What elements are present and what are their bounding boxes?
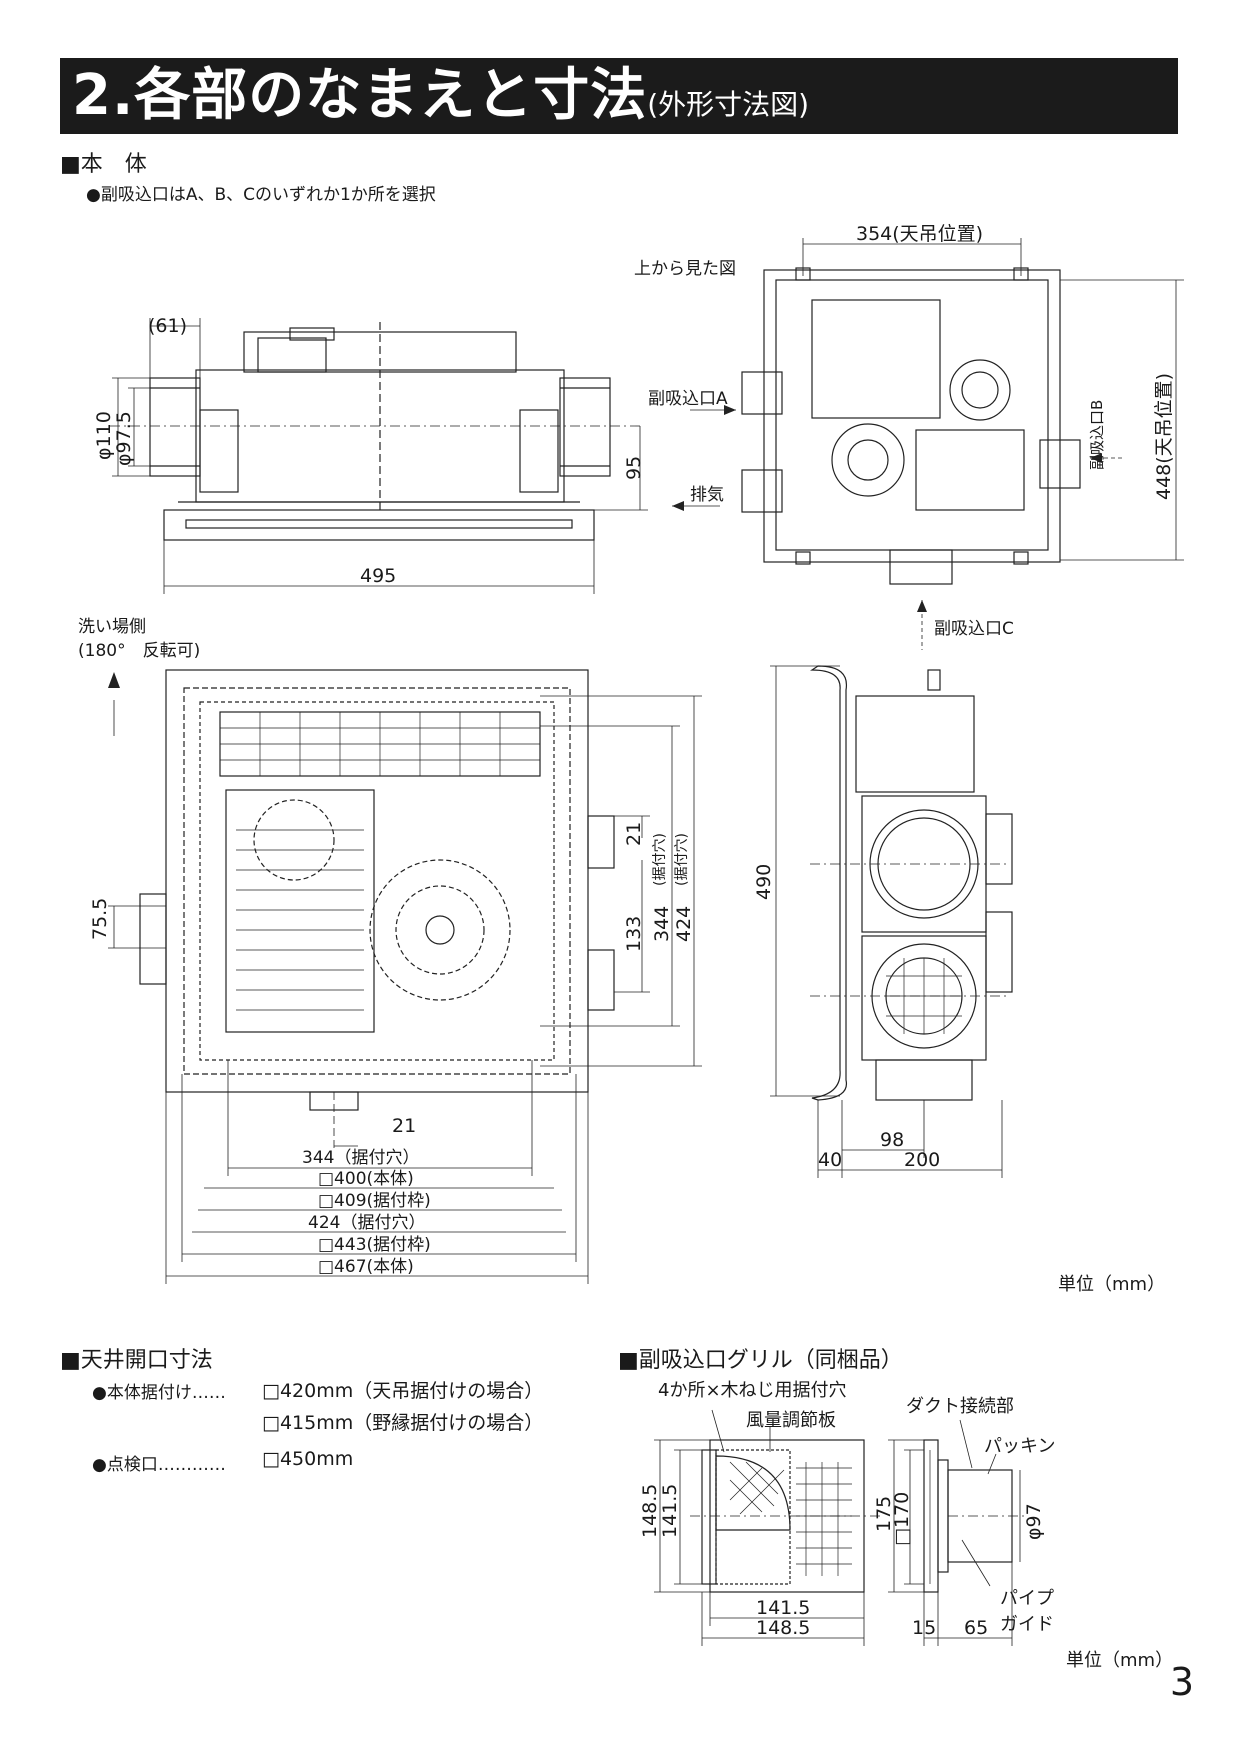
side-view-drawing bbox=[810, 665, 1013, 1101]
dim-344-v-note: (据付穴) bbox=[652, 833, 668, 886]
dim-phi97-5: φ97.5 bbox=[113, 411, 135, 466]
page-number: 3 bbox=[1169, 1660, 1194, 1704]
dim-443: □443(据付枠) bbox=[318, 1235, 431, 1255]
title-subtitle: (外形寸法図) bbox=[647, 88, 810, 121]
grill-packing-label: パッキン bbox=[984, 1436, 1056, 1457]
dim-61: (61) bbox=[148, 315, 187, 337]
inlet-c-label: 副吸込口C bbox=[934, 619, 1014, 639]
dim-495: 495 bbox=[360, 565, 396, 587]
unit-label-main: 単位（mm） bbox=[1058, 1274, 1166, 1295]
ceiling-opening-heading: ■天井開口寸法 bbox=[60, 1348, 213, 1373]
unit-label-grill: 単位（mm） bbox=[1066, 1650, 1174, 1671]
inlet-b-label: 副吸込口B bbox=[1088, 400, 1106, 470]
top-view-drawing bbox=[741, 267, 1081, 585]
grill-front-drawing bbox=[690, 1439, 880, 1593]
dim-40: 40 bbox=[818, 1149, 842, 1171]
grill-duct-label: ダクト接続部 bbox=[906, 1396, 1014, 1417]
top-view-label: 上から見た図 bbox=[634, 259, 736, 279]
dim-95: 95 bbox=[623, 456, 645, 480]
orientation-line-2: (180° 反転可) bbox=[78, 641, 200, 661]
grill-dim-15: 15 bbox=[912, 1617, 936, 1639]
inlet-a-label: 副吸込口A bbox=[648, 389, 728, 409]
dim-424-v-note: (据付穴) bbox=[674, 833, 690, 886]
ceiling-item-1-label: ●本体据付け…… bbox=[92, 1383, 226, 1403]
grill-guide-label: ガイド bbox=[1000, 1614, 1054, 1635]
grill-dim-170: □170 bbox=[891, 1492, 913, 1546]
dim-75-5: 75.5 bbox=[89, 898, 111, 940]
ceiling-item-2-value: □415mm（野縁据付けの場合） bbox=[262, 1412, 544, 1434]
grill-dim-phi97: φ97 bbox=[1023, 1503, 1045, 1540]
dim-344-h: 344（据付穴） bbox=[302, 1148, 419, 1168]
grill-heading: ■副吸込口グリル（同梱品） bbox=[618, 1348, 903, 1373]
grill-dim-148-5-h: 148.5 bbox=[756, 1617, 810, 1639]
grill-damper-label: 風量調節板 bbox=[746, 1410, 836, 1431]
dim-344-v: 344 bbox=[651, 906, 673, 942]
grill-pipe-label: パイプ bbox=[1000, 1588, 1054, 1609]
dim-448: 448(天吊位置) bbox=[1153, 373, 1175, 500]
grill-dim-65: 65 bbox=[964, 1617, 988, 1639]
title-bar: 2.各部のなまえと寸法(外形寸法図) bbox=[60, 58, 1178, 134]
dim-409: □409(据付枠) bbox=[318, 1191, 431, 1211]
front-view-drawing bbox=[110, 322, 640, 541]
ceiling-item-3-label: ●点検口………… bbox=[92, 1455, 226, 1475]
grill-dim-175: 175 bbox=[873, 1496, 895, 1532]
dim-200: 200 bbox=[904, 1149, 940, 1171]
page-title: 2.各部のなまえと寸法(外形寸法図) bbox=[72, 60, 809, 141]
dim-98: 98 bbox=[880, 1129, 904, 1151]
main-body-heading: ■本 体 bbox=[60, 152, 147, 177]
title-text: 2.各部のなまえと寸法 bbox=[72, 63, 648, 128]
dim-467: □467(本体) bbox=[318, 1257, 414, 1277]
dim-21-v: 21 bbox=[623, 822, 645, 846]
ceiling-item-1-value: □420mm（天吊据付けの場合） bbox=[262, 1380, 544, 1402]
orientation-line-1: 洗い場側 bbox=[78, 617, 146, 637]
dim-424-h: 424（据付穴） bbox=[308, 1213, 425, 1233]
bottom-view-drawing bbox=[139, 669, 615, 1150]
grill-dim-141-5-h: 141.5 bbox=[756, 1597, 810, 1619]
dim-354: 354(天吊位置) bbox=[856, 223, 983, 245]
inlet-note: ●副吸込口はA、B、Cのいずれか1か所を選択 bbox=[86, 185, 436, 205]
grill-side-drawing bbox=[923, 1439, 1024, 1593]
grill-screw-holes-label: 4か所×木ねじ用据付穴 bbox=[658, 1380, 847, 1401]
dim-133: 133 bbox=[623, 916, 645, 952]
dim-phi110: φ110 bbox=[93, 411, 115, 460]
dim-21-h: 21 bbox=[392, 1115, 416, 1137]
dim-400: □400(本体) bbox=[318, 1169, 414, 1189]
grill-dim-148-5-v: 148.5 bbox=[639, 1484, 661, 1538]
dim-424-v: 424 bbox=[673, 906, 695, 942]
dim-490: 490 bbox=[753, 864, 775, 900]
ceiling-item-3-value: □450mm bbox=[262, 1448, 354, 1470]
exhaust-label: 排気 bbox=[690, 485, 724, 505]
grill-dim-141-5-v: 141.5 bbox=[659, 1484, 681, 1538]
